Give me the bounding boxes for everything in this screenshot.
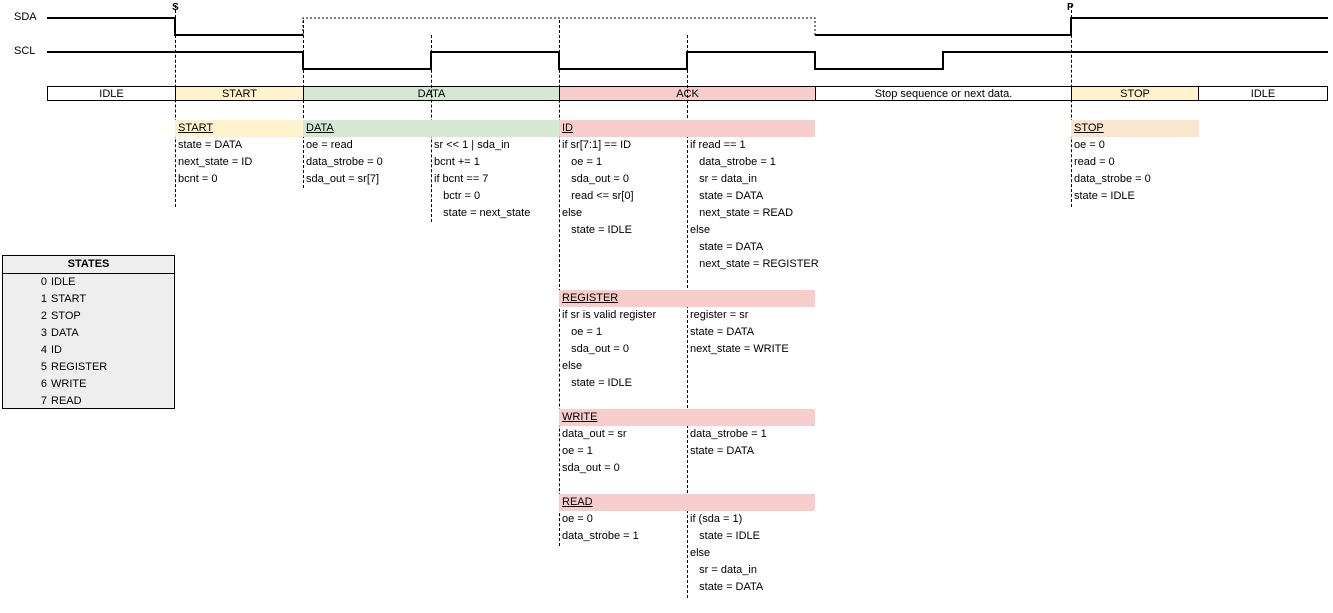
code-line: state = DATA bbox=[690, 241, 764, 253]
read-block-title: READ bbox=[559, 494, 815, 511]
code-line: sda_out = sr[7] bbox=[306, 173, 380, 185]
code-line: bcnt = 0 bbox=[178, 173, 218, 185]
phase-start: START bbox=[175, 86, 304, 101]
code-line: state = IDLE bbox=[1074, 190, 1135, 202]
states-row: 6 WRITE bbox=[3, 376, 174, 393]
state-name: START bbox=[51, 293, 87, 305]
state-number: 0 bbox=[40, 276, 47, 288]
phase-stop: STOP bbox=[1071, 86, 1199, 101]
code-line: bctr = 0 bbox=[434, 190, 481, 202]
id-block-title: ID bbox=[559, 120, 815, 137]
code-line: state = next_state bbox=[434, 207, 531, 219]
state-name: READ bbox=[51, 395, 82, 407]
code-line: if sr[7:1] == ID bbox=[562, 139, 632, 151]
state-number: 6 bbox=[40, 378, 47, 390]
code-line: sda_out = 0 bbox=[562, 462, 620, 474]
start-block-title: START bbox=[175, 120, 303, 137]
code-line: else bbox=[562, 207, 583, 219]
states-row: 5 REGISTER bbox=[3, 359, 174, 376]
code-line: if read == 1 bbox=[690, 139, 746, 151]
code-line: oe = read bbox=[306, 139, 353, 151]
code-line: if sr is valid register bbox=[562, 309, 657, 321]
code-line: oe = 1 bbox=[562, 326, 603, 338]
code-line: data_out = sr bbox=[562, 428, 627, 440]
code-line: oe = 0 bbox=[562, 513, 593, 525]
stop-condition-marker: P bbox=[1067, 2, 1074, 13]
state-name: WRITE bbox=[51, 378, 87, 390]
guide-line-ack-mid bbox=[687, 35, 688, 598]
state-number: 2 bbox=[40, 310, 47, 322]
states-row: 1 START bbox=[3, 291, 174, 308]
guide-line-start bbox=[175, 5, 176, 207]
code-line: bcnt += 1 bbox=[434, 156, 480, 168]
sda-label: SDA bbox=[14, 11, 37, 23]
states-row: 0 IDLE bbox=[3, 274, 174, 291]
code-line: data_strobe = 1 bbox=[562, 530, 639, 542]
state-number: 4 bbox=[40, 344, 47, 356]
code-line: state = IDLE bbox=[690, 530, 761, 542]
states-row: 2 STOP bbox=[3, 308, 174, 325]
code-line: sda_out = 0 bbox=[562, 343, 629, 355]
code-line: next_state = ID bbox=[178, 156, 253, 168]
states-row: 4 ID bbox=[3, 342, 174, 359]
code-line: state = DATA bbox=[690, 581, 764, 593]
state-name: STOP bbox=[51, 310, 81, 322]
code-line: read <= sr[0] bbox=[562, 190, 634, 202]
state-name: IDLE bbox=[51, 276, 76, 288]
phase-stop-or-next: Stop sequence or next data. bbox=[815, 86, 1072, 101]
code-line: data_strobe = 0 bbox=[1074, 173, 1151, 185]
state-name: DATA bbox=[51, 327, 79, 339]
code-line: sda_out = 0 bbox=[562, 173, 629, 185]
code-line: else bbox=[562, 360, 583, 372]
code-line: register = sr bbox=[690, 309, 749, 321]
state-name: REGISTER bbox=[51, 361, 108, 373]
code-line: state = IDLE bbox=[562, 377, 633, 389]
code-line: sr = data_in bbox=[690, 173, 757, 185]
state-name: ID bbox=[51, 344, 62, 356]
guide-line-ack bbox=[559, 20, 560, 546]
code-line: data_strobe = 1 bbox=[690, 156, 776, 168]
scl-label: SCL bbox=[14, 45, 36, 57]
code-line: state = IDLE bbox=[562, 224, 633, 236]
code-line: state = DATA bbox=[178, 139, 243, 151]
code-line: state = DATA bbox=[690, 326, 755, 338]
phase-idle: IDLE bbox=[47, 86, 176, 101]
code-line: if (sda = 1) bbox=[690, 513, 743, 525]
states-row: 3 DATA bbox=[3, 325, 174, 342]
code-line: state = DATA bbox=[690, 445, 755, 457]
guide-line-stop bbox=[1071, 5, 1072, 207]
guide-line-data bbox=[303, 20, 304, 188]
code-line: read = 0 bbox=[1074, 156, 1115, 168]
code-line: next_state = WRITE bbox=[690, 343, 789, 355]
register-block-title: REGISTER bbox=[559, 290, 815, 307]
states-table-title: STATES bbox=[3, 256, 174, 274]
sda-waveform bbox=[47, 17, 1328, 36]
code-line: state = DATA bbox=[690, 190, 764, 202]
code-line: next_state = REGISTER bbox=[690, 258, 819, 270]
data-block-title: DATA bbox=[303, 120, 559, 137]
states-row: 7 READ bbox=[3, 393, 174, 410]
scl-waveform bbox=[47, 51, 1328, 70]
stop-block-title: STOP bbox=[1071, 120, 1199, 137]
code-line: else bbox=[690, 547, 711, 559]
state-number: 1 bbox=[40, 293, 47, 305]
state-number: 5 bbox=[40, 361, 47, 373]
code-line: else bbox=[690, 224, 711, 236]
code-line: data_strobe = 0 bbox=[306, 156, 383, 168]
code-line: sr << 1 | sda_in bbox=[434, 139, 510, 151]
code-line: data_strobe = 1 bbox=[690, 428, 767, 440]
state-number: 3 bbox=[40, 327, 47, 339]
states-table: STATES 0 IDLE 1 START 2 STOP 3 DATA 4 ID 5 REG… bbox=[2, 255, 175, 409]
phase-idle-end: IDLE bbox=[1198, 86, 1328, 101]
write-block-title: WRITE bbox=[559, 409, 815, 426]
code-line: next_state = READ bbox=[690, 207, 794, 219]
state-number: 7 bbox=[40, 395, 47, 407]
code-line: if bcnt == 7 bbox=[434, 173, 489, 185]
code-line: oe = 1 bbox=[562, 156, 603, 168]
code-line: sr = data_in bbox=[690, 564, 757, 576]
code-line: oe = 1 bbox=[562, 445, 593, 457]
code-line: oe = 0 bbox=[1074, 139, 1105, 151]
